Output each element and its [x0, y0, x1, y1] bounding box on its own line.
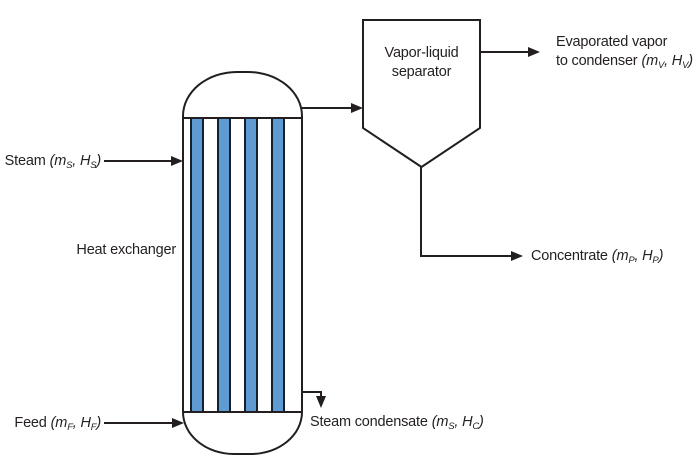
feed-variables: (mF, HF): [50, 415, 102, 433]
top-tubesheet-line: [184, 117, 301, 119]
condensate-arrowhead: [316, 396, 326, 408]
vapor-outlet-line: [480, 51, 528, 53]
exchanger-tube: [190, 117, 204, 413]
feed-inlet-arrowhead: [172, 418, 184, 428]
separator-label-line2: separator: [391, 64, 452, 80]
condensate-line-horizontal: [302, 391, 322, 393]
concentrate-label-text: Concentrate: [531, 248, 608, 264]
evaporated-vapor-label-line1: Evaporated vapor: [556, 34, 668, 50]
concentrate-arrowhead: [511, 251, 523, 261]
exchanger-tube: [271, 117, 285, 413]
exchanger-tube: [244, 117, 258, 413]
steam-label: Steam(mS, HS): [0, 152, 102, 171]
steam-condensate-label-text: Steam condensate: [310, 414, 428, 430]
exchanger-tube: [217, 117, 231, 413]
concentrate-label: Concentrate(mP, HP): [531, 247, 663, 265]
steam-inlet-arrowhead: [171, 156, 183, 166]
concentrate-line-vertical: [420, 166, 422, 256]
concentrate-line-horizontal: [420, 255, 511, 257]
condensate-line-vertical: [320, 391, 322, 397]
vapor-liquid-separator-shape: [362, 19, 481, 169]
exchanger-to-separator-line: [302, 107, 351, 109]
heat-exchanger-label: Heat exchanger: [76, 242, 176, 258]
feed-label: Feed(mF, HF): [0, 414, 101, 432]
feed-inlet-line: [104, 422, 172, 424]
concentrate-variables: (mP, HP): [611, 248, 664, 266]
heat-exchanger-vessel: [182, 71, 303, 455]
evaporated-vapor-label: Evaporated vapor to condenser(mV, HV): [556, 33, 693, 71]
vapor-outlet-arrowhead: [528, 47, 540, 57]
steam-inlet-line: [104, 160, 171, 162]
evaporated-vapor-label-line2: to condenser(mV, HV): [556, 53, 693, 71]
steam-variables: (mS, HS): [49, 153, 102, 171]
steam-label-text: Steam: [4, 153, 46, 169]
separator-label: Vapor-liquid separator: [363, 44, 480, 82]
evaporated-vapor-variables: (mV, HV): [641, 53, 693, 71]
steam-condensate-variables: (mS, HC): [431, 414, 484, 432]
separator-label-line1: Vapor-liquid: [384, 45, 459, 61]
bottom-tubesheet-line: [184, 411, 301, 413]
exchanger-to-separator-arrowhead: [351, 103, 363, 113]
feed-label-text: Feed: [14, 415, 47, 431]
steam-condensate-label: Steam condensate(mS, HC): [310, 413, 484, 431]
